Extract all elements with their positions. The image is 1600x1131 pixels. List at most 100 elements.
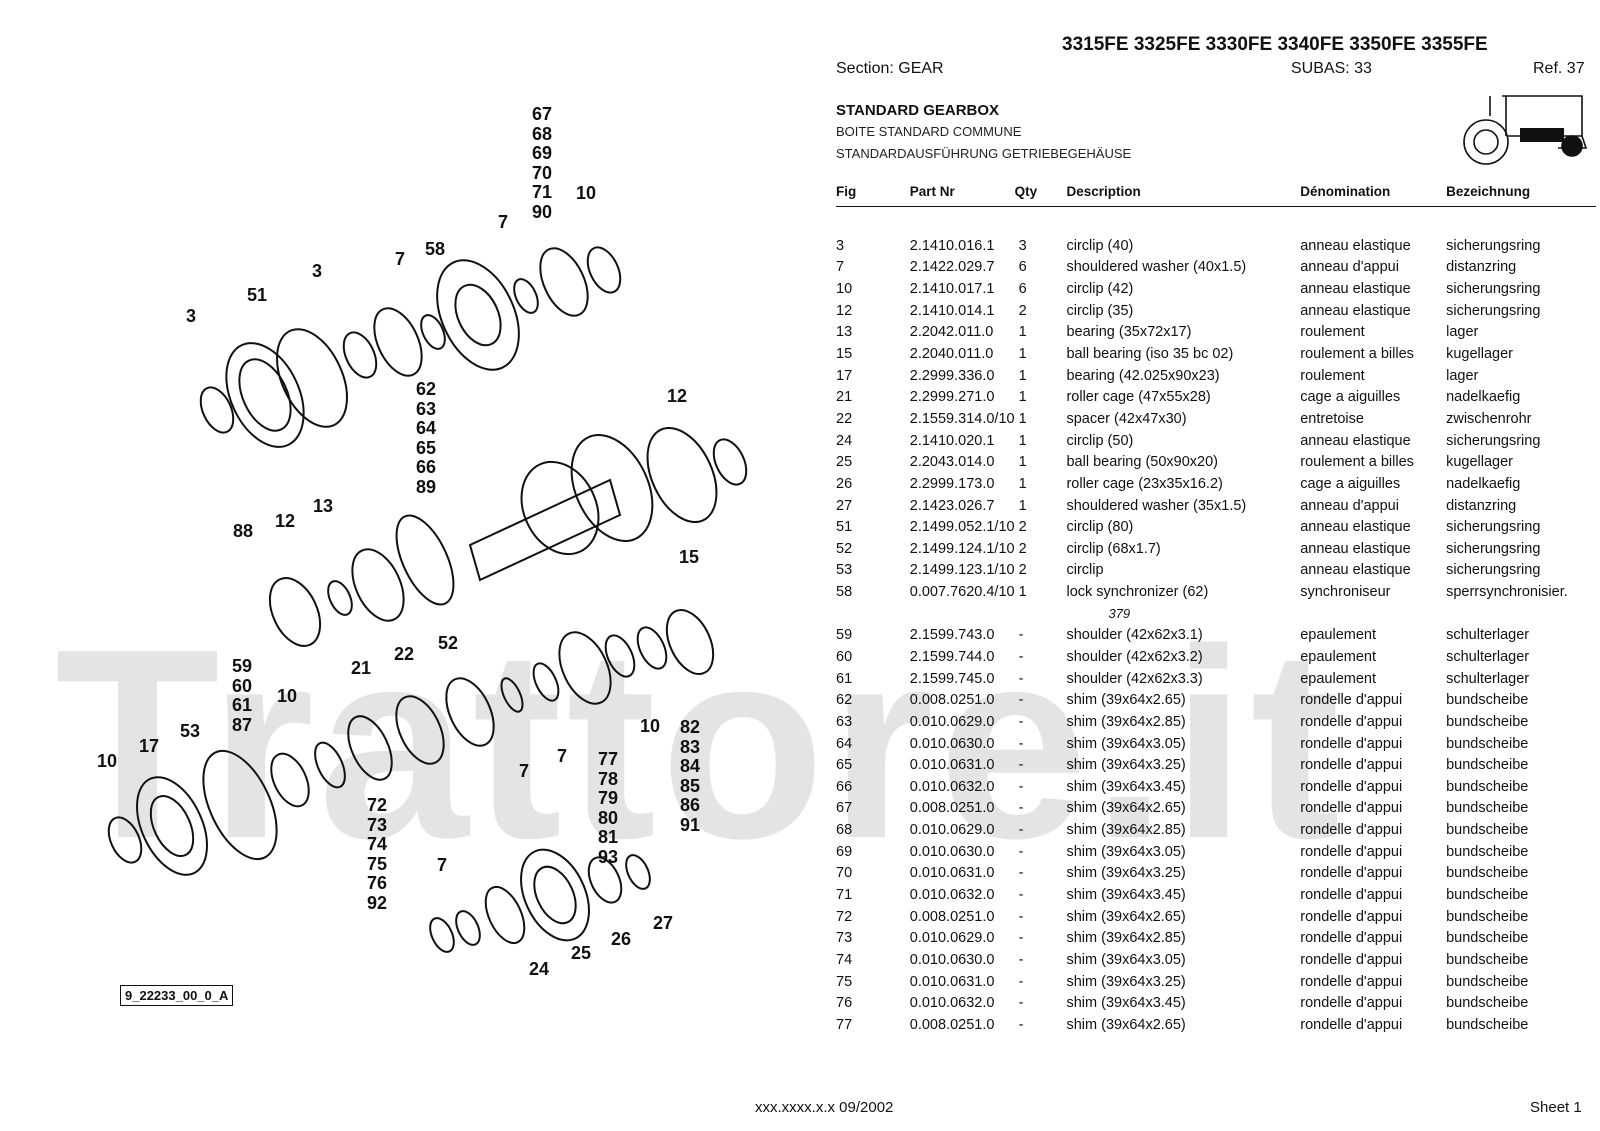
table-cell: 1 [1018,367,1027,384]
table-cell: 26 [836,475,853,492]
table-cell: - [1018,800,1024,817]
table-cell: 27 [836,497,853,514]
table-cell: roulement [1300,324,1365,341]
table-cell: - [1018,973,1024,990]
table-cell: schulterlager [1446,648,1530,665]
table-cell: 7 [836,259,845,276]
table-cell: distanzring [1446,259,1517,276]
table-cell: 0.010.0630.0 [909,951,995,968]
table-cell: shouldered washer (40x1.5) [1066,259,1247,276]
table-cell: shim (39x64x2.65) [1066,800,1186,817]
table-cell: 2.1599.745.0 [909,670,995,687]
table-cell: bundscheibe [1446,843,1529,860]
col-denomination: Dénomination [1300,184,1447,207]
callout-88: 88 [233,521,254,541]
callout-stack-72: 72 73 74 75 76 92 [367,795,388,913]
table-cell: 59 [836,627,853,644]
table-cell: - [1018,757,1024,774]
callout-3b: 3 [312,261,323,281]
table-cell: 2.1559.314.0/10 [909,410,1015,427]
table-cell: rondelle d'appui [1300,735,1403,752]
col-fig: Fig [836,184,910,207]
table-cell: 0.010.0629.0 [909,822,995,839]
table-cell: - [1018,951,1024,968]
table-cell: anneau elastique [1300,540,1411,557]
table-cell: rondelle d'appui [1300,778,1403,795]
table-cell: 2.1410.020.1 [909,432,995,449]
table-cell: bundscheibe [1446,713,1529,730]
callout-24: 24 [529,959,550,979]
table-cell: shim (39x64x3.05) [1066,951,1186,968]
callout-10c: 10 [640,716,661,736]
table-cell: rondelle d'appui [1300,822,1403,839]
col-bezeichnung: Bezeichnung [1446,184,1596,207]
table-cell: 0.008.0251.0 [909,692,995,709]
table-cell: - [1018,930,1024,947]
table-cell: 22 [836,410,853,427]
table-cell: - [1018,778,1024,795]
callout-27: 27 [653,913,674,933]
table-cell: 2 [1018,540,1027,557]
tractor-icon [1463,95,1588,165]
table-cell: shim (39x64x2.85) [1066,713,1186,730]
table-cell: rondelle d'appui [1300,757,1403,774]
table-cell: 66 [836,778,853,795]
callout-7c: 7 [557,746,568,766]
table-cell: 1 [1018,475,1027,492]
table-cell: 0.010.0631.0 [909,865,995,882]
table-cell: 12 [836,302,853,319]
callout-21: 21 [351,658,372,678]
table-cell: bundscheibe [1446,887,1529,904]
table-cell: 0.010.0631.0 [909,757,995,774]
table-cell: shim (39x64x3.25) [1066,757,1186,774]
table-cell: - [1018,735,1024,752]
table-cell: 72 [836,908,853,925]
table-cell: roller cage (23x35x16.2) [1066,475,1223,492]
table-cell: anneau elastique [1300,432,1411,449]
table-cell [1015,603,1067,625]
table-cell: synchroniseur [1300,584,1391,601]
table-cell: bundscheibe [1446,735,1529,752]
table-cell: 0.008.0251.0 [909,800,995,817]
table-cell: entretoise [1300,410,1364,427]
callout-10a: 10 [576,183,597,203]
title-fr: BOITE STANDARD COMMUNE [836,124,1022,139]
table-cell: bundscheibe [1446,930,1529,947]
callout-26: 26 [611,929,632,949]
table-cell [836,603,910,625]
title-de: STANDARDAUSFÜHRUNG GETRIEBEGEHÄUSE [836,146,1132,161]
table-cell: shim (39x64x3.25) [1066,865,1186,882]
table-cell: 13 [836,324,853,341]
table-cell: 0.007.7620.4/10 [909,584,1015,601]
table-cell: 64 [836,735,853,752]
table-cell: circlip (68x1.7) [1066,540,1161,557]
callout-3a: 3 [186,306,197,326]
table-cell: bundscheibe [1446,995,1529,1012]
table-cell: zwischenrohr [1446,410,1532,427]
parts-table: Fig Part Nr Qty Description Dénomination… [836,184,1596,1036]
table-cell: sicherungsring [1446,540,1541,557]
callout-52: 52 [438,633,459,653]
table-cell: 51 [836,519,853,536]
table-cell: bearing (35x72x17) [1066,324,1192,341]
table-cell: lager [1446,324,1479,341]
table-cell: - [1018,670,1024,687]
callout-10d: 10 [97,751,118,771]
table-cell: epaulement [1300,627,1377,644]
table-cell: - [1018,843,1024,860]
table-cell: 0.010.0631.0 [909,973,995,990]
table-cell: schulterlager [1446,670,1530,687]
watermark: Trattore.it [55,594,1345,895]
table-cell: 2.1599.744.0 [909,648,995,665]
table-cell: rondelle d'appui [1300,995,1403,1012]
table-cell: schulterlager [1446,627,1530,644]
table-cell: anneau elastique [1300,302,1411,319]
